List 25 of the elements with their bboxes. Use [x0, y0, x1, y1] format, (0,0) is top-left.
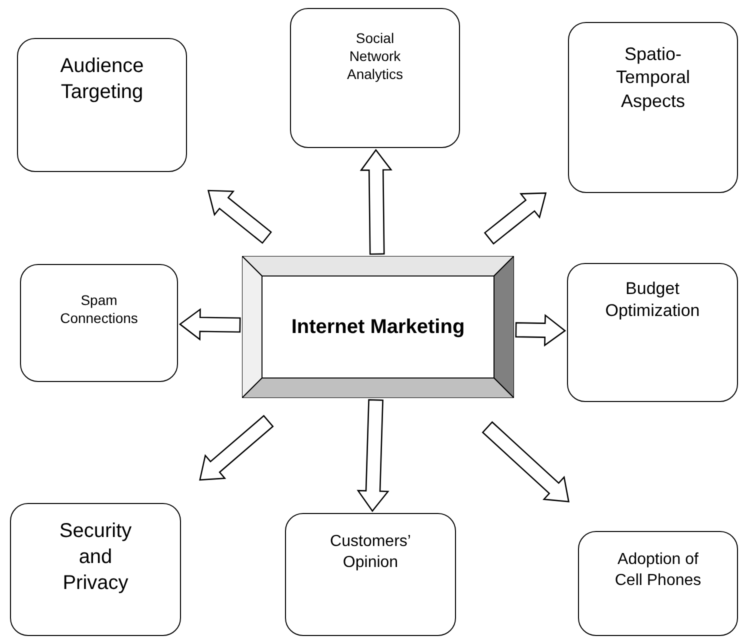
- topic-text: Audience Targeting: [59, 54, 145, 105]
- rounded-box: [17, 38, 187, 172]
- block-arrow: [360, 148, 392, 255]
- topic-text: Spam Connections: [59, 291, 139, 328]
- rounded-box: [568, 22, 738, 193]
- block-arrow: [482, 421, 570, 502]
- block-arrow: [356, 399, 390, 512]
- rounded-box: [578, 531, 738, 636]
- topic-text: Spatio-Temporal Aspects: [614, 43, 692, 113]
- block-arrow: [178, 308, 241, 341]
- topic-text: Customers’ Opinion: [329, 532, 412, 573]
- topic-text: Budget Optimization: [604, 278, 701, 322]
- title-text: Internet Marketing: [290, 315, 466, 340]
- rounded-box: [290, 8, 460, 148]
- topic-text: Adoption of Cell Phones: [614, 550, 702, 591]
- block-arrow: [207, 190, 272, 244]
- rounded-box: [567, 263, 738, 402]
- block-arrow: [484, 192, 547, 245]
- rounded-box: [20, 264, 178, 382]
- rounded-box: [10, 503, 181, 636]
- block-arrow: [515, 314, 566, 347]
- rounded-box: [285, 513, 456, 636]
- block-arrow: [199, 414, 274, 481]
- topic-text: Social Network Analytics: [346, 29, 404, 84]
- topic-text: Security and Privacy: [58, 519, 133, 596]
